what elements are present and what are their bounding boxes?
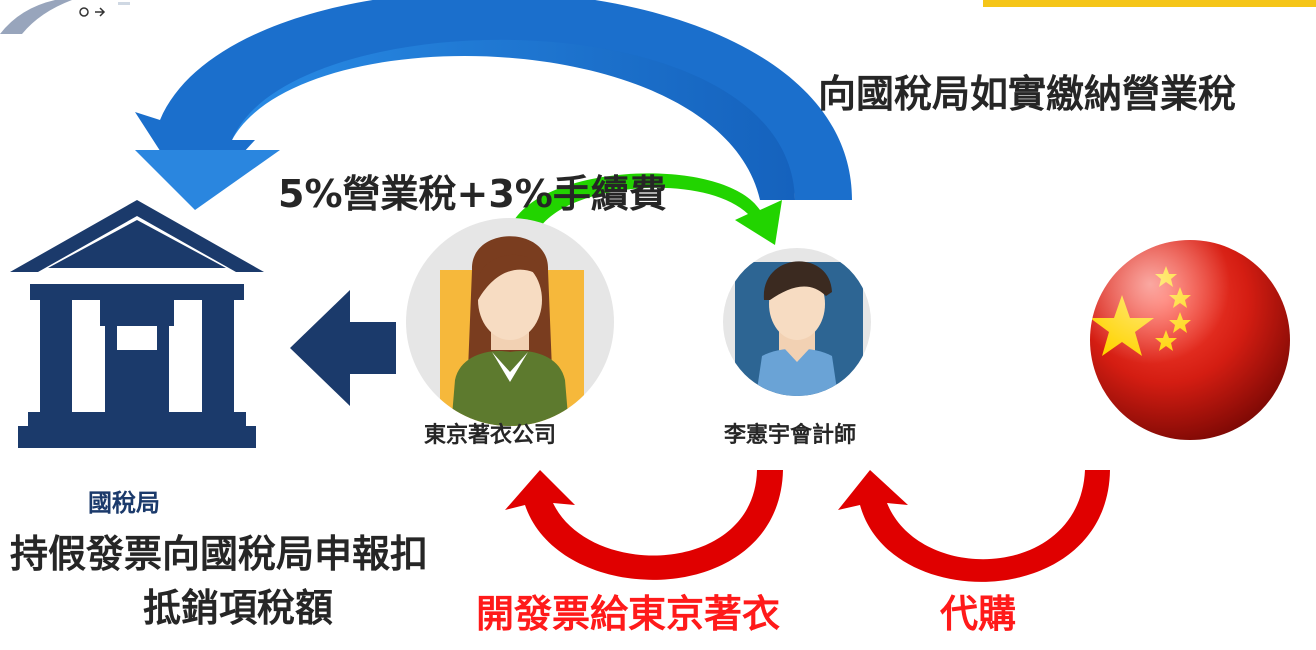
logo-fragment bbox=[0, 0, 130, 34]
company-name: 東京著衣公司 bbox=[424, 423, 557, 448]
yellow-accent-bar bbox=[983, 0, 1316, 7]
accountant-name: 李憲宇會計師 bbox=[724, 423, 857, 448]
woman-avatar-icon bbox=[406, 218, 614, 426]
invoice-label: 開發票給東京著衣 bbox=[476, 592, 781, 636]
fee-label: 5%營業稅+3%手續費 bbox=[278, 172, 667, 216]
blue-arc-arrow-icon bbox=[135, 0, 852, 210]
left-arrow-icon bbox=[290, 290, 396, 406]
red-arc-arrow-invoice-icon bbox=[505, 470, 783, 580]
government-building-icon bbox=[10, 200, 264, 448]
top-right-label: 向國稅局如實繳納營業稅 bbox=[818, 72, 1237, 116]
man-avatar-icon bbox=[723, 248, 871, 396]
claim-text-line1: 持假發票向國稅局申報扣 bbox=[10, 532, 429, 576]
red-arc-arrow-purchase-icon bbox=[838, 470, 1110, 582]
tax-bureau-label: 國稅局 bbox=[88, 489, 160, 517]
purchase-label: 代購 bbox=[940, 592, 1017, 636]
china-flag-sphere-icon bbox=[1090, 240, 1290, 440]
green-arc-arrow-icon bbox=[506, 173, 782, 245]
claim-text-line2: 抵銷項稅額 bbox=[143, 586, 334, 630]
